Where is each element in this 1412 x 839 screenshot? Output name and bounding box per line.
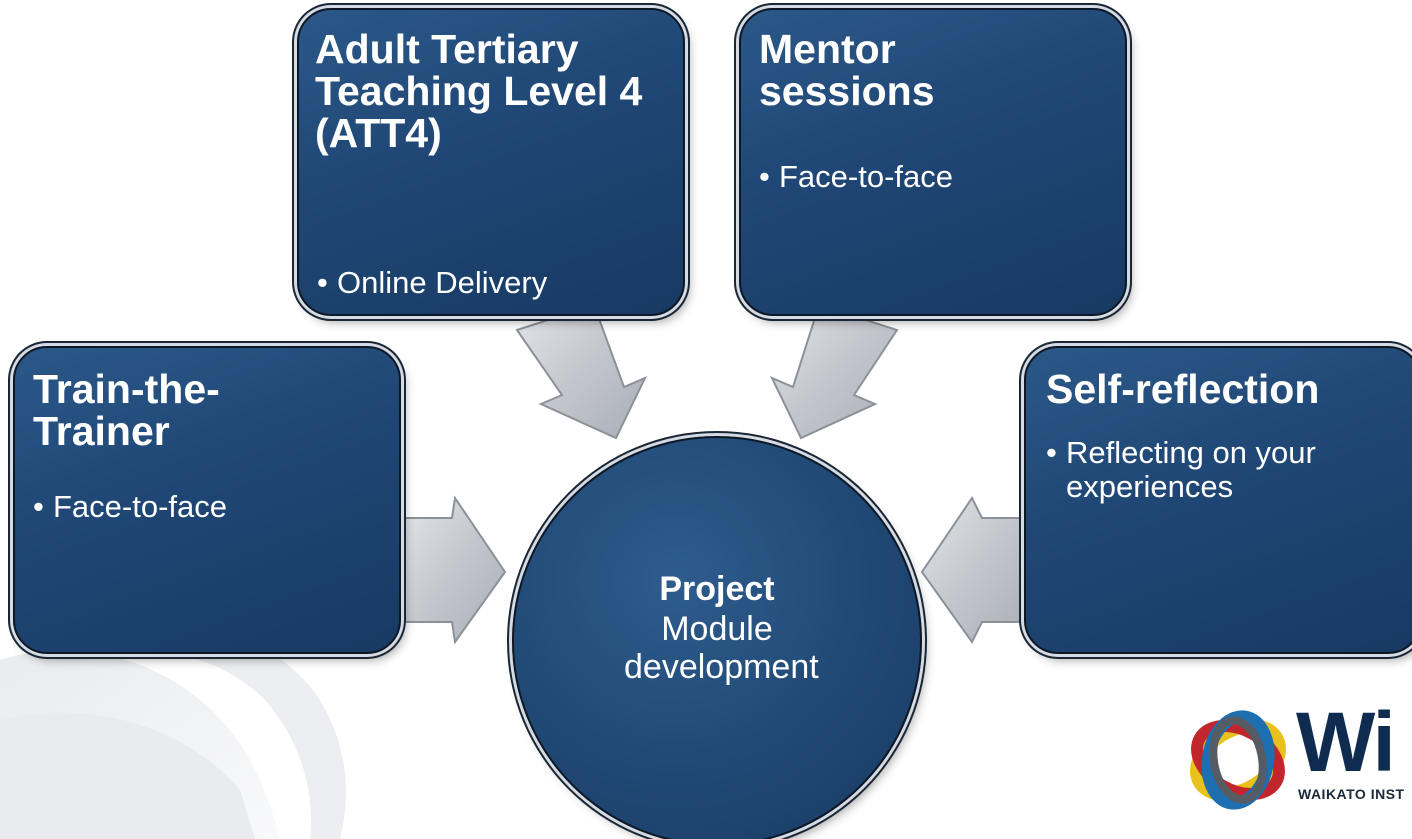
wintec-logo: Wi WAIKATO INST [1180,700,1412,826]
box-trainer-title: Train-the-Trainer [33,366,220,454]
box-self-reflection: Self-reflection • Reflecting on your exp… [1024,346,1412,654]
logo-knot-icon [1190,710,1286,810]
box-mentor: Mentor sessions • Face-to-face [739,8,1127,316]
box-mentor-bullet: • Face-to-face [759,160,1119,194]
box-reflection-title: Self-reflection [1046,366,1320,412]
logo-wordmark: Wi [1296,700,1396,789]
center-circle-project: Project Module development [512,436,922,839]
box-att4-title: Adult Tertiary Teaching Level 4 (ATT4) [315,26,643,156]
box-trainer-bullet-text: Face-to-face [53,489,228,524]
box-att4: Adult Tertiary Teaching Level 4 (ATT4) •… [297,8,685,316]
arrow-att4-to-project [515,303,648,440]
box-mentor-bullet-text: Face-to-face [779,159,954,194]
box-reflection-bullet: • Reflecting on your experiences [1046,436,1406,504]
center-title: Project [659,570,775,608]
box-train-the-trainer: Train-the-Trainer • Face-to-face [13,346,401,654]
box-reflection-bullet-text: Reflecting on your experiences [1066,435,1316,504]
center-body: Module development [624,610,819,686]
bullet-dot: • [759,159,770,194]
box-mentor-title: Mentor sessions [759,26,935,114]
arrow-trainer-to-project [403,495,507,645]
bullet-dot: • [33,489,44,524]
bullet-dot: • [1046,435,1057,470]
bullet-dot: • [317,265,328,300]
arrow-reflection-to-project [920,496,1031,644]
box-trainer-bullet: • Face-to-face [33,490,393,524]
box-att4-bullet-text: Online Delivery [337,265,548,300]
logo-subtitle: WAIKATO INST [1298,786,1405,802]
box-att4-bullet: • Online Delivery [317,266,677,300]
arrow-mentor-to-project [769,303,899,440]
